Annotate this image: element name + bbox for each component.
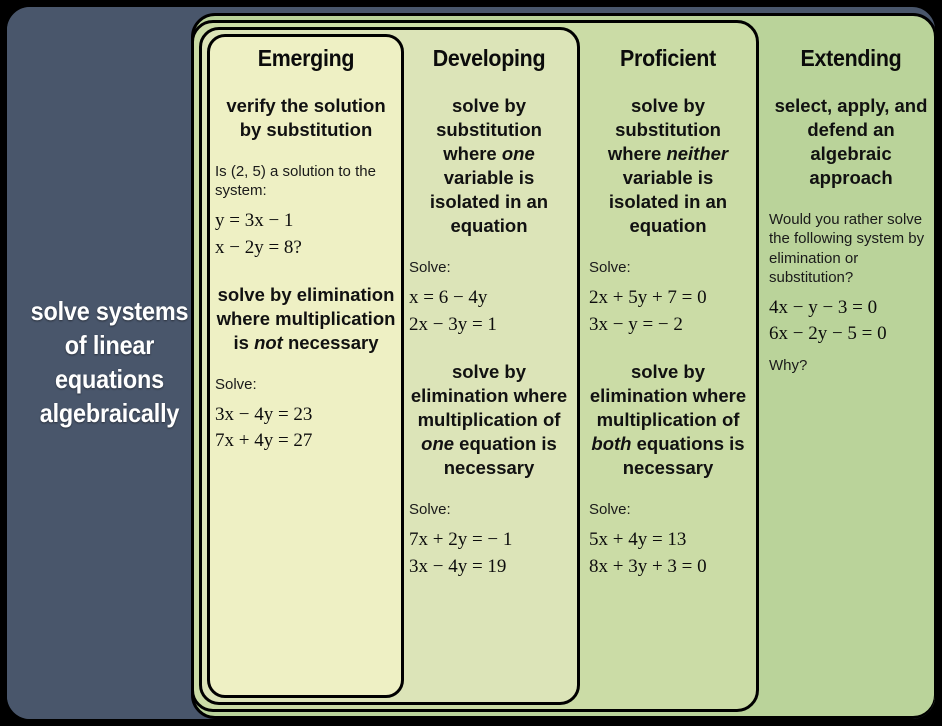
proficient-descriptor-1-emph: neither <box>666 143 729 165</box>
emerging-descriptor-1: verify the solution by substitution <box>226 95 386 141</box>
developing-descriptor-2-emph: one <box>421 433 455 455</box>
column-extending: Extending select, apply, and defend an a… <box>769 45 933 374</box>
proficient-descriptor-2-post: equations is necessary <box>622 433 745 479</box>
extending-equations-1: 4x − y − 3 = 0 6x − 2y − 5 = 0 <box>769 296 887 345</box>
developing-prompt-1: Solve: <box>409 259 451 277</box>
emerging-descriptor-2-emph: not <box>254 332 283 353</box>
standard-panel: solve systems of linear equations algebr… <box>7 7 212 719</box>
column-header-extending: Extending <box>800 45 902 71</box>
developing-descriptor-1: solve by substitution where one variable… <box>409 94 569 238</box>
standard-title: solve systems of linear equations algebr… <box>30 296 189 428</box>
card-emerging <box>207 34 404 698</box>
column-developing: Developing solve by substitution where o… <box>409 45 569 602</box>
proficient-prompt-2: Solve: <box>589 501 631 519</box>
extending-descriptor-1: select, apply, and defend an algebraic a… <box>774 95 928 189</box>
column-header-emerging: Emerging <box>257 45 355 71</box>
developing-descriptor-1-emph: one <box>501 143 535 165</box>
developing-descriptor-1-post: variable is isolated in an equation <box>429 167 549 237</box>
emerging-equations-1: y = 3x − 1 x − 2y = 8? <box>215 210 302 258</box>
extending-prompt-2: Why? <box>769 357 808 375</box>
proficient-equations-1: 2x + 5y + 7 = 0 3x − y = − 2 <box>589 287 707 335</box>
column-proficient: Proficient solve by substitution where n… <box>589 45 747 602</box>
extending-prompt-1: Would you rather solve the following sys… <box>769 211 925 286</box>
proficient-descriptor-1-post: variable is isolated in an equation <box>608 167 728 237</box>
developing-equations-2: 7x + 2y = − 1 3x − 4y = 19 <box>409 529 513 577</box>
proficient-descriptor-2: solve by elimination where multiplicatio… <box>589 360 747 480</box>
column-header-proficient: Proficient <box>620 45 716 71</box>
poster-frame: solve systems of linear equations algebr… <box>4 4 938 722</box>
developing-descriptor-2-pre: solve by elimination where multiplicatio… <box>410 360 568 430</box>
proficient-equations-2: 5x + 4y = 13 8x + 3y + 3 = 0 <box>589 529 707 577</box>
proficient-descriptor-1: solve by substitution where neither vari… <box>589 94 747 238</box>
developing-descriptor-2-post: equation is necessary <box>443 433 557 479</box>
developing-prompt-2: Solve: <box>409 501 451 519</box>
column-emerging: Emerging verify the solution by substitu… <box>215 45 397 477</box>
emerging-descriptor-2: solve by elimination where multiplicatio… <box>215 283 397 355</box>
emerging-prompt-2: Solve: <box>215 376 257 394</box>
developing-equations-1: x = 6 − 4y 2x − 3y = 1 <box>409 287 497 335</box>
column-header-developing: Developing <box>432 45 546 71</box>
emerging-prompt-1: Is (2, 5) a solution to the system: <box>215 163 376 200</box>
developing-descriptor-2: solve by elimination where multiplicatio… <box>409 360 569 480</box>
proficient-descriptor-2-pre: solve by elimination where multiplicatio… <box>589 360 747 430</box>
emerging-descriptor-2-post: necessary <box>282 332 379 353</box>
proficient-descriptor-2-emph: both <box>591 433 632 455</box>
proficient-prompt-1: Solve: <box>589 259 631 277</box>
developing-descriptor-1-pre: solve by substitution where <box>436 95 542 165</box>
proficient-descriptor-1-pre: solve by substitution where <box>607 95 721 165</box>
emerging-equations-2: 3x − 4y = 23 7x + 4y = 27 <box>215 404 313 452</box>
emerging-descriptor-2-pre: solve by elimination where multiplicatio… <box>216 283 396 353</box>
